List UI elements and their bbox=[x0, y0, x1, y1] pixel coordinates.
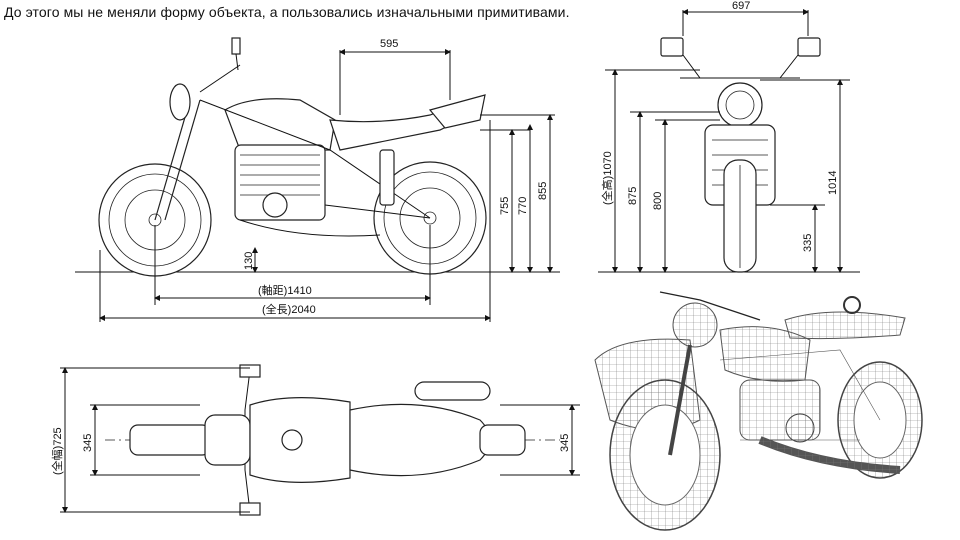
side-view-drawing: 595 130 755 770 855 (軸距)1410 (全長)2040 bbox=[75, 37, 560, 322]
top-view-drawing: (全幅)725 345 345 bbox=[50, 364, 580, 516]
dim-130: 130 bbox=[243, 252, 255, 270]
dim-875: 875 bbox=[627, 187, 639, 205]
slide-caption: До этого мы не меняли форму объекта, а п… bbox=[4, 4, 570, 20]
dim-697: 697 bbox=[732, 0, 750, 12]
front-view-drawing: 697 (全高)1070 875 800 1014 335 bbox=[598, 0, 860, 273]
dim-800: 800 bbox=[652, 192, 664, 210]
dim-345-right: 345 bbox=[559, 434, 571, 452]
dim-595: 595 bbox=[380, 38, 398, 50]
dim-755: 755 bbox=[499, 197, 511, 215]
dim-1014: 1014 bbox=[827, 171, 839, 195]
dim-wheelbase: (軸距)1410 bbox=[258, 283, 312, 297]
dim-770: 770 bbox=[517, 197, 529, 215]
dim-length: (全長)2040 bbox=[262, 302, 316, 316]
dim-335: 335 bbox=[802, 234, 814, 252]
dim-345-left: 345 bbox=[82, 434, 94, 452]
dim-855: 855 bbox=[537, 182, 549, 200]
wireframe-sidecar-model bbox=[594, 291, 923, 531]
dim-total-height: (全高)1070 bbox=[600, 151, 614, 205]
dim-total-width: (全幅)725 bbox=[50, 427, 64, 475]
